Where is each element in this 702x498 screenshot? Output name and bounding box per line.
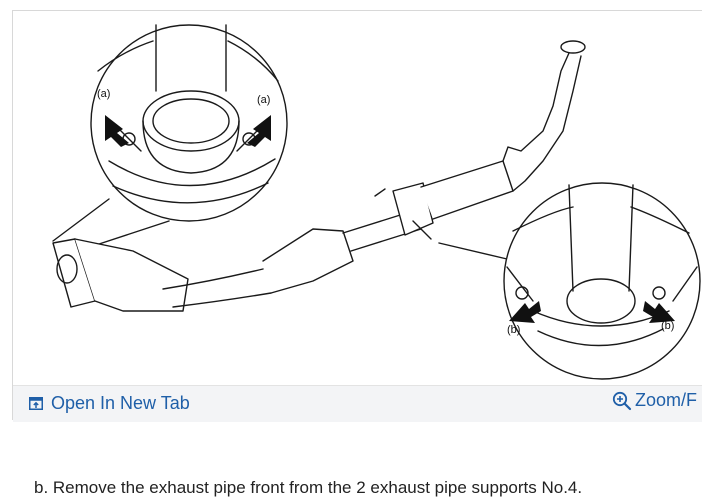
detail-circle-b — [503, 182, 701, 380]
zoom-in-icon — [612, 391, 632, 410]
label-b-right: (b) — [661, 320, 674, 332]
open-in-new-tab-icon — [29, 397, 43, 410]
pointer-arrows — [105, 115, 675, 323]
open-in-new-tab-link[interactable]: Open In New Tab — [29, 393, 190, 414]
instruction-text: b. Remove the exhaust pipe front from th… — [34, 478, 583, 497]
exhaust-pipe-illustration: (a) (a) (b) (b) — [52, 24, 701, 380]
detail-circle-a — [90, 24, 288, 222]
callout-line-b — [438, 242, 508, 260]
label-a-left: (a) — [97, 88, 110, 100]
label-b-left: (b) — [507, 324, 520, 336]
exhaust-pipe-body — [74, 40, 586, 312]
open-in-new-tab-label: Open In New Tab — [51, 393, 190, 413]
zoom-label: Zoom/F — [635, 390, 698, 410]
label-a-right: (a) — [257, 94, 270, 106]
support-marks — [374, 188, 432, 240]
figure-frame: (a) (a) (b) (b) Open In New Tab Zoom/F — [12, 10, 702, 422]
zoom-button[interactable]: Zoom/F — [612, 390, 702, 411]
callout-line-a — [52, 198, 170, 247]
figure-toolbar: Open In New Tab Zoom/F — [13, 385, 702, 422]
